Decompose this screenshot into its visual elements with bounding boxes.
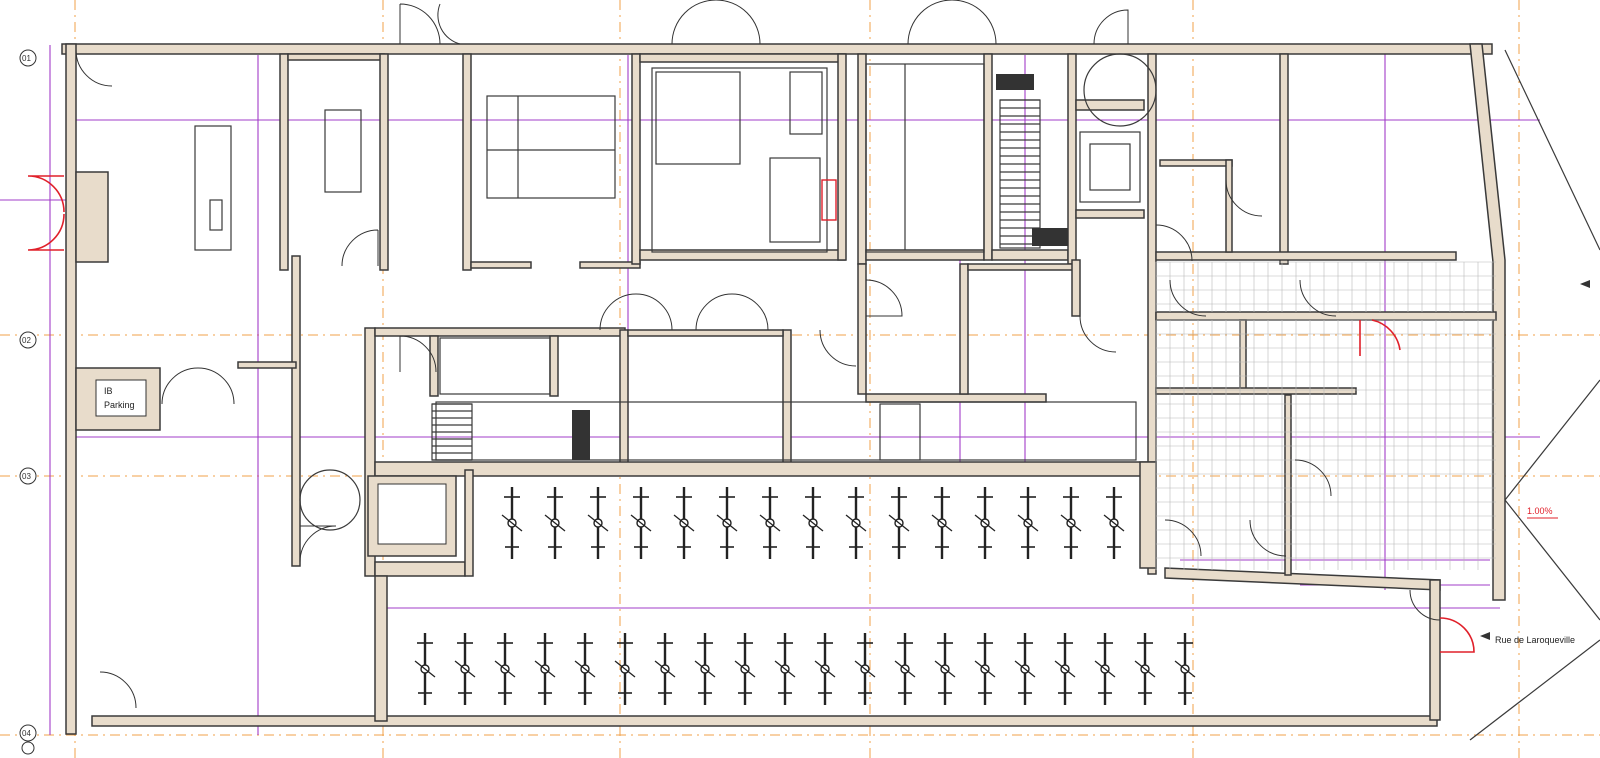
bicycle-icon xyxy=(587,487,609,559)
parking-label: IB xyxy=(104,386,113,396)
svg-text:01: 01 xyxy=(22,54,31,63)
svg-text:04: 04 xyxy=(22,729,31,738)
bicycle-icon xyxy=(501,487,523,559)
bicycle-icon xyxy=(888,487,910,559)
slope-label: 1.00% xyxy=(1527,506,1553,516)
bicycle-icon xyxy=(734,633,756,705)
bicycle-icon xyxy=(1174,633,1196,705)
bicycle-icon xyxy=(654,633,676,705)
tiled-areas xyxy=(1155,261,1496,570)
svg-text:02: 02 xyxy=(22,336,31,345)
bicycle-icon xyxy=(1094,633,1116,705)
bicycle-icon xyxy=(574,633,596,705)
bike-racks xyxy=(414,487,1196,705)
bicycle-icon xyxy=(774,633,796,705)
doors xyxy=(27,0,1475,709)
bicycle-icon xyxy=(716,487,738,559)
bicycle-icon xyxy=(414,633,436,705)
bicycle-icon xyxy=(759,487,781,559)
interior-walls xyxy=(237,53,1497,722)
svg-text:Parking: Parking xyxy=(104,400,135,410)
bicycle-icon xyxy=(1134,633,1156,705)
room-furniture xyxy=(194,53,1157,557)
bicycle-icon xyxy=(1060,487,1082,559)
bicycle-icon xyxy=(845,487,867,559)
annotations: 1.00% Rue de Laroqueville xyxy=(1469,49,1600,741)
bicycle-icon xyxy=(1103,487,1125,559)
arrow-icon xyxy=(1480,632,1490,640)
bicycle-icon xyxy=(814,633,836,705)
axis-markers: 01 02 03 04 xyxy=(19,49,37,755)
bicycle-icon xyxy=(630,487,652,559)
bicycle-icon xyxy=(673,487,695,559)
bicycle-icon xyxy=(544,487,566,559)
bicycle-icon xyxy=(1054,633,1076,705)
svg-text:03: 03 xyxy=(22,472,31,481)
bicycle-icon xyxy=(534,633,556,705)
bicycle-icon xyxy=(1017,487,1039,559)
bicycle-icon xyxy=(934,633,956,705)
stair-icon xyxy=(1000,99,1040,245)
street-label: Rue de Laroqueville xyxy=(1495,635,1575,645)
exterior-walls: IB Parking xyxy=(61,43,1506,735)
bicycle-icon xyxy=(974,487,996,559)
bicycle-icon xyxy=(802,487,824,559)
bicycle-icon xyxy=(454,633,476,705)
stair-icon xyxy=(432,403,472,461)
bicycle-icon xyxy=(931,487,953,559)
bicycle-icon xyxy=(854,633,876,705)
bicycle-icon xyxy=(894,633,916,705)
bicycle-icon xyxy=(494,633,516,705)
bicycle-icon xyxy=(614,633,636,705)
bicycle-icon xyxy=(1014,633,1036,705)
bicycle-icon xyxy=(974,633,996,705)
bicycle-icon xyxy=(694,633,716,705)
arrow-icon xyxy=(1580,280,1590,288)
